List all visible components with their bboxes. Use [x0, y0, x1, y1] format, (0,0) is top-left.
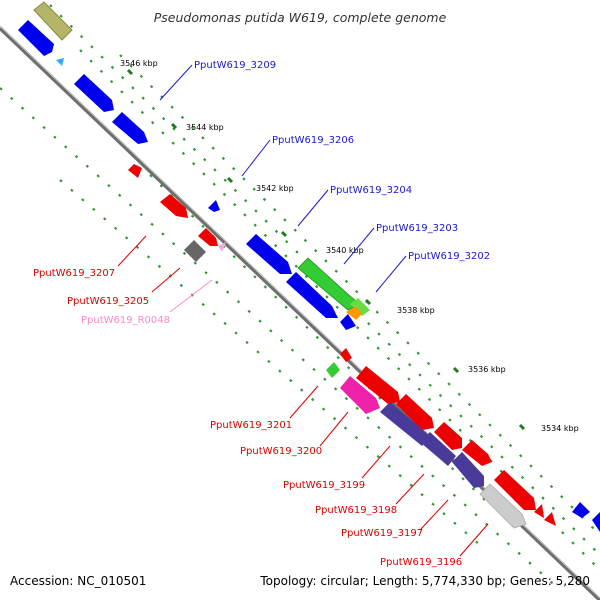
gene-label[interactable]: PputW619_R0048: [81, 315, 170, 326]
leader-line: [289, 385, 319, 419]
kbp-label: 3542 kbp: [256, 184, 294, 193]
leader-line: [151, 267, 181, 293]
gene-arrow[interactable]: [396, 394, 434, 430]
upper-gene-labels: PputW619_3209 PputW619_3206 PputW619_320…: [194, 60, 490, 262]
gene-arrow[interactable]: [198, 228, 218, 246]
dot-line: [59, 179, 481, 546]
tick-mark: [126, 68, 134, 76]
kbp-label: 3536 kbp: [468, 365, 506, 374]
kbp-label: 3538 kbp: [397, 306, 435, 315]
gene-arrow[interactable]: [462, 440, 492, 466]
gene-label[interactable]: PputW619_3199: [283, 480, 365, 491]
kbp-label: 3534 kbp: [541, 424, 579, 433]
gene-arrow[interactable]: [350, 298, 370, 316]
gene-arrow[interactable]: [572, 502, 590, 518]
gene-arrow[interactable]: [18, 20, 54, 56]
tick-mark: [518, 423, 526, 431]
gene-arrow[interactable]: [286, 272, 338, 318]
gene-arrow[interactable]: [494, 470, 536, 510]
accession-text: Accession: NC_010501: [10, 574, 146, 588]
gene-arrow[interactable]: [340, 314, 356, 330]
major-ticks: [126, 68, 526, 431]
gene-label[interactable]: PputW619_3204: [330, 185, 412, 196]
gene-label[interactable]: PputW619_3207: [33, 268, 115, 279]
lower-leader-lines: [117, 235, 489, 557]
gene-arrow[interactable]: [160, 194, 188, 218]
gene-arrow[interactable]: [346, 306, 362, 320]
gene-arrow[interactable]: [356, 366, 400, 404]
gene-arrow[interactable]: [420, 432, 456, 466]
dot-line: [119, 54, 600, 536]
forward-genes: [18, 1, 600, 532]
gene-arrow[interactable]: [297, 257, 361, 311]
tick-mark: [364, 298, 372, 306]
gene-label[interactable]: PputW619_3200: [240, 446, 322, 457]
gene-arrow[interactable]: [184, 240, 206, 262]
gene-label[interactable]: PputW619_3203: [376, 223, 458, 234]
gene-arrow[interactable]: [340, 348, 352, 362]
leader-line: [343, 227, 375, 265]
leader-line: [117, 235, 147, 267]
leader-line: [395, 473, 425, 505]
leader-line: [169, 279, 213, 313]
gene-arrow[interactable]: [326, 362, 340, 378]
gene-arrow[interactable]: [452, 452, 484, 488]
reverse-genes: [128, 164, 556, 529]
lower-gene-labels: PputW619_3207 PputW619_3205 PputW619_R00…: [33, 268, 462, 568]
tick-mark: [452, 366, 460, 374]
tick-dot-lines: [0, 4, 600, 591]
gene-label[interactable]: PputW619_3202: [408, 251, 490, 262]
gene-label[interactable]: PputW619_3197: [341, 528, 423, 539]
kbp-label: 3546 kbp: [120, 59, 158, 68]
topology-text: Topology: circular; Length: 5,774,330 bp…: [259, 574, 590, 588]
dot-line: [0, 87, 561, 591]
gene-arrow[interactable]: [592, 512, 600, 532]
gene-label[interactable]: PputW619_3198: [315, 505, 397, 516]
upper-leader-lines: [159, 64, 407, 293]
gene-arrow[interactable]: [56, 58, 64, 66]
gene-arrow[interactable]: [340, 376, 380, 414]
gene-arrow[interactable]: [534, 504, 544, 518]
gene-arrow[interactable]: [218, 242, 226, 252]
leader-line: [419, 499, 449, 531]
leader-line: [159, 64, 193, 101]
gene-arrow[interactable]: [112, 112, 148, 144]
gene-label[interactable]: PputW619_3209: [194, 60, 276, 71]
map-title: Pseudomonas putida W619, complete genome: [154, 10, 447, 25]
leader-line: [375, 255, 407, 293]
gene-arrow[interactable]: [434, 422, 462, 450]
gene-arrow[interactable]: [246, 234, 292, 274]
tick-mark: [170, 122, 178, 130]
gene-arrow[interactable]: [380, 402, 430, 446]
gene-label[interactable]: PputW619_3206: [272, 135, 354, 146]
gene-arrow[interactable]: [208, 200, 220, 212]
gene-arrow[interactable]: [479, 483, 527, 529]
kbp-label: 3540 kbp: [326, 246, 364, 255]
gene-label[interactable]: PputW619_3201: [210, 420, 292, 431]
gene-arrow[interactable]: [544, 512, 556, 526]
gene-label[interactable]: PputW619_3196: [380, 557, 462, 568]
leader-line: [319, 411, 349, 447]
leader-line: [297, 189, 329, 227]
leader-line: [241, 139, 271, 177]
kbp-label: 3544 kbp: [186, 123, 224, 132]
gene-label[interactable]: PputW619_3205: [67, 296, 149, 307]
gene-arrow[interactable]: [74, 74, 114, 112]
tick-mark: [280, 230, 288, 238]
leader-line: [459, 523, 489, 557]
tick-mark: [226, 176, 234, 184]
leader-line: [361, 445, 391, 479]
gene-arrow[interactable]: [33, 1, 73, 41]
gene-arrow[interactable]: [128, 164, 142, 178]
